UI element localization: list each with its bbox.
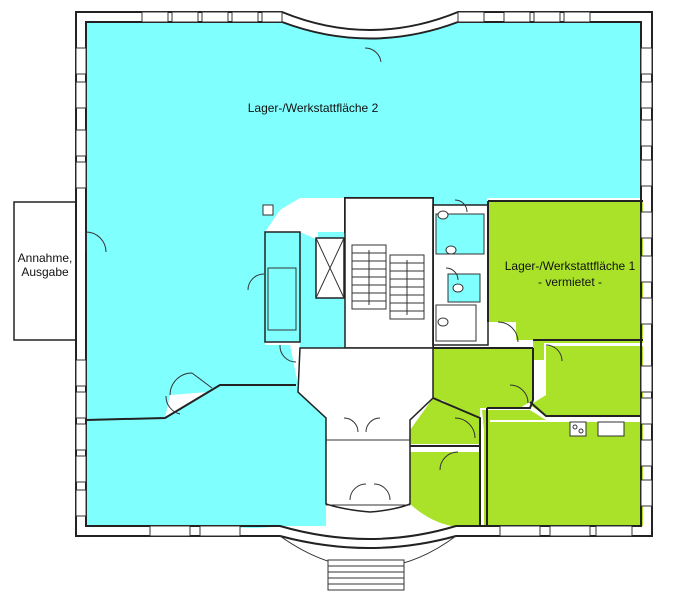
storage-area-1-status: - vermietet -	[538, 275, 602, 289]
windows	[75, 11, 653, 537]
annex-label-line1: Annahme,	[18, 251, 73, 265]
entrance-steps	[279, 535, 457, 591]
storage-area-2-label: Lager-/Werkstattfläche 2	[248, 101, 379, 115]
wc-room	[435, 213, 485, 255]
storage-area-1-title: Lager-/Werkstattfläche 1	[505, 259, 636, 273]
door-swings	[85, 47, 563, 501]
annex-label-line2: Ausgabe	[21, 265, 69, 279]
rented-area-1[interactable]	[410, 201, 643, 526]
outer-walls	[75, 11, 653, 549]
annex-room	[13, 201, 77, 341]
interior-walls	[85, 197, 643, 526]
